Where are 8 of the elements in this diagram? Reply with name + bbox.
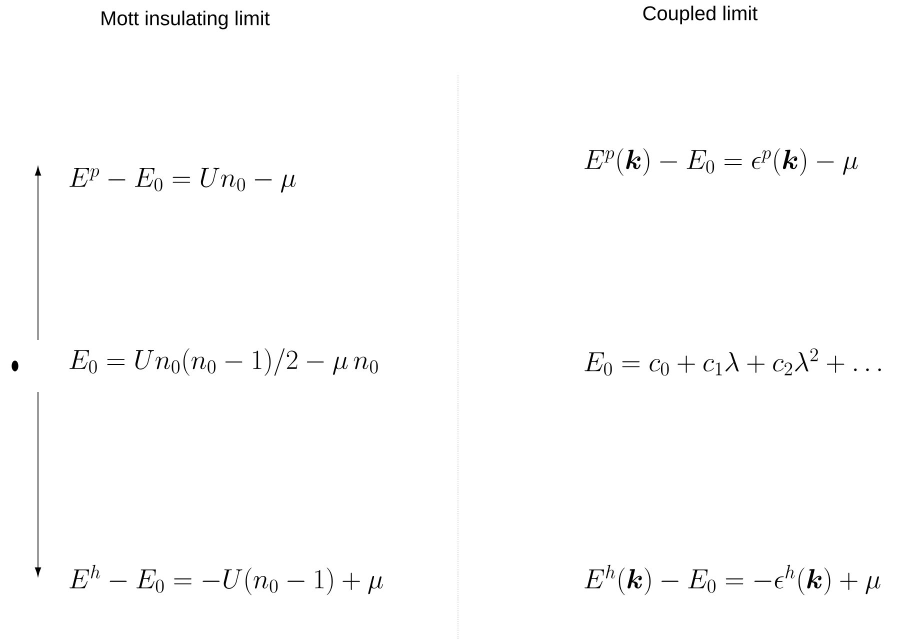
formula: $E_0 = c_0 + c_1 \lambda + c_2 \lambda^2 + \ldots$ xyxy=(584,348,881,376)
heading: Coupled limit xyxy=(643,6,758,24)
heading: Mott insulating limit xyxy=(102,10,270,30)
formula: $E^h(\boldsymbol{k}) - E_0 = -\epsilon^h(\boldsymbol{k}) + \mu$ xyxy=(584,564,880,596)
formula: $E^h - E_0 = -U(n_0 - 1) + \mu$ xyxy=(70,564,383,596)
formula: $E_0 = U n_0 (n_0 - 1)/2 - \mu\, n_0$ xyxy=(70,348,378,376)
formula: $E^p(\boldsymbol{k}) - E_0 = \epsilon^p(\boldsymbol{k}) - \mu$ xyxy=(584,148,858,176)
formula: $E^p - E_0 = U n_0 - \mu$ xyxy=(70,168,296,193)
